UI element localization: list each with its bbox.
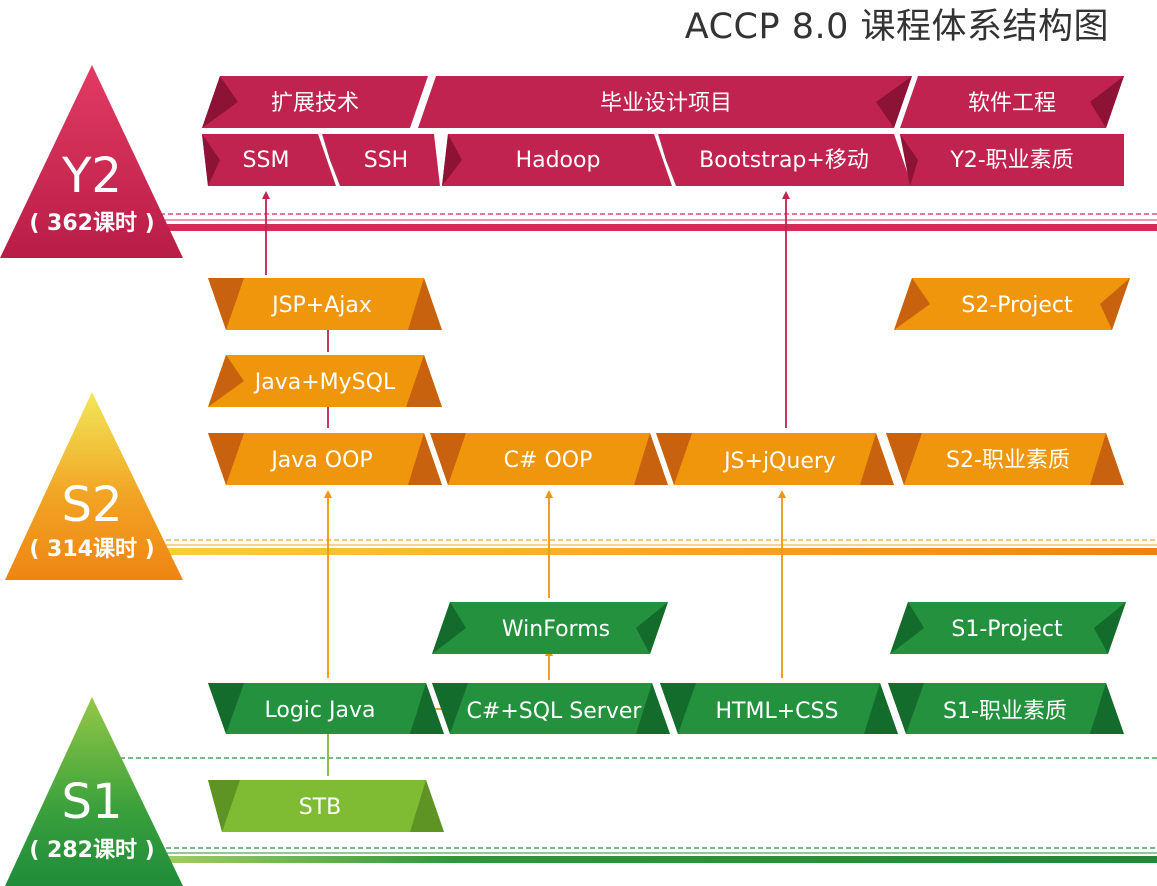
course-label: SSH — [364, 148, 408, 173]
y2-header-label: 扩展技术 — [271, 91, 359, 116]
y2-level-line — [160, 213, 1157, 231]
course-winforms: WinForms — [432, 602, 668, 654]
course-ssh: SSH — [322, 134, 440, 186]
course-label: C# OOP — [504, 448, 593, 473]
level-s1-name: S1 — [61, 774, 122, 830]
course-label: HTML+CSS — [716, 699, 839, 724]
course-label: S2-Project — [961, 293, 1073, 318]
level-s1-hours: ( 282课时 ) — [29, 838, 154, 863]
s1-boxes: WinForms S1-Project Logic Java C#+SQL Se… — [208, 602, 1126, 832]
y2-course-row: SSM SSH Hadoop Bootstrap+移动 Y2-职业素质 — [202, 134, 1124, 186]
course-label: C#+SQL Server — [467, 699, 643, 724]
course-logic-java: Logic Java — [208, 683, 444, 734]
level-y2-badge: Y2 ( 362课时 ) — [0, 65, 183, 258]
course-label: WinForms — [502, 617, 610, 642]
course-s1-professional: S1-职业素质 — [888, 683, 1124, 734]
course-ssm: SSM — [202, 134, 336, 186]
y2-header-graduation-project: 毕业设计项目 — [418, 76, 912, 128]
course-stb: STB — [208, 780, 444, 832]
y2-header-row: 扩展技术 毕业设计项目 软件工程 — [202, 76, 1124, 128]
course-label: Java OOP — [269, 448, 372, 473]
course-hadoop: Hadoop — [442, 134, 672, 186]
course-s2-project: S2-Project — [894, 278, 1130, 330]
course-js-jquery: JS+jQuery — [656, 433, 894, 485]
course-label: Java+MySQL — [253, 370, 396, 395]
level-s2-hours: ( 314课时 ) — [29, 537, 154, 562]
course-label: JSP+Ajax — [270, 293, 372, 318]
course-csharp-oop: C# OOP — [430, 433, 668, 485]
s2-boxes: JSP+Ajax S2-Project Java+MySQL Java OOP … — [208, 278, 1130, 485]
course-s1-project: S1-Project — [890, 602, 1126, 654]
course-label: Y2-职业素质 — [949, 148, 1073, 173]
course-label: Hadoop — [516, 148, 601, 173]
y2-header-label: 软件工程 — [968, 91, 1056, 116]
course-bootstrap: Bootstrap+移动 — [658, 134, 912, 186]
course-html-css: HTML+CSS — [660, 683, 898, 734]
course-label: S2-职业素质 — [946, 448, 1070, 473]
y2-header-label: 毕业设计项目 — [600, 91, 732, 116]
level-s2-badge: S2 ( 314课时 ) — [5, 392, 183, 580]
course-label: Logic Java — [265, 698, 376, 723]
y2-header-software-engineering: 软件工程 — [900, 76, 1124, 128]
s1-level-line — [120, 757, 1157, 863]
level-s2-name: S2 — [61, 477, 122, 533]
s2-level-line — [150, 539, 1157, 555]
course-label: SSM — [243, 148, 290, 173]
course-label: STB — [299, 795, 342, 820]
course-label: S1-Project — [951, 617, 1063, 642]
course-java-oop: Java OOP — [208, 433, 442, 485]
level-y2-name: Y2 — [61, 148, 122, 204]
course-s2-professional: S2-职业素质 — [886, 433, 1124, 485]
course-label: JS+jQuery — [722, 449, 836, 474]
course-label: S1-职业素质 — [943, 699, 1067, 724]
course-y2-professional: Y2-职业素质 — [900, 134, 1124, 186]
prerequisite-arrows — [262, 191, 790, 776]
diagram-title: ACCP 8.0 课程体系结构图 — [684, 7, 1109, 47]
course-label: Bootstrap+移动 — [699, 148, 869, 173]
course-jsp-ajax: JSP+Ajax — [208, 278, 442, 330]
course-csharp-sql: C#+SQL Server — [432, 683, 670, 734]
course-java-mysql: Java+MySQL — [208, 355, 442, 407]
level-y2-hours: ( 362课时 ) — [29, 211, 154, 236]
level-s1-badge: S1 ( 282课时 ) — [5, 697, 183, 886]
y2-header-extension: 扩展技术 — [202, 76, 428, 128]
